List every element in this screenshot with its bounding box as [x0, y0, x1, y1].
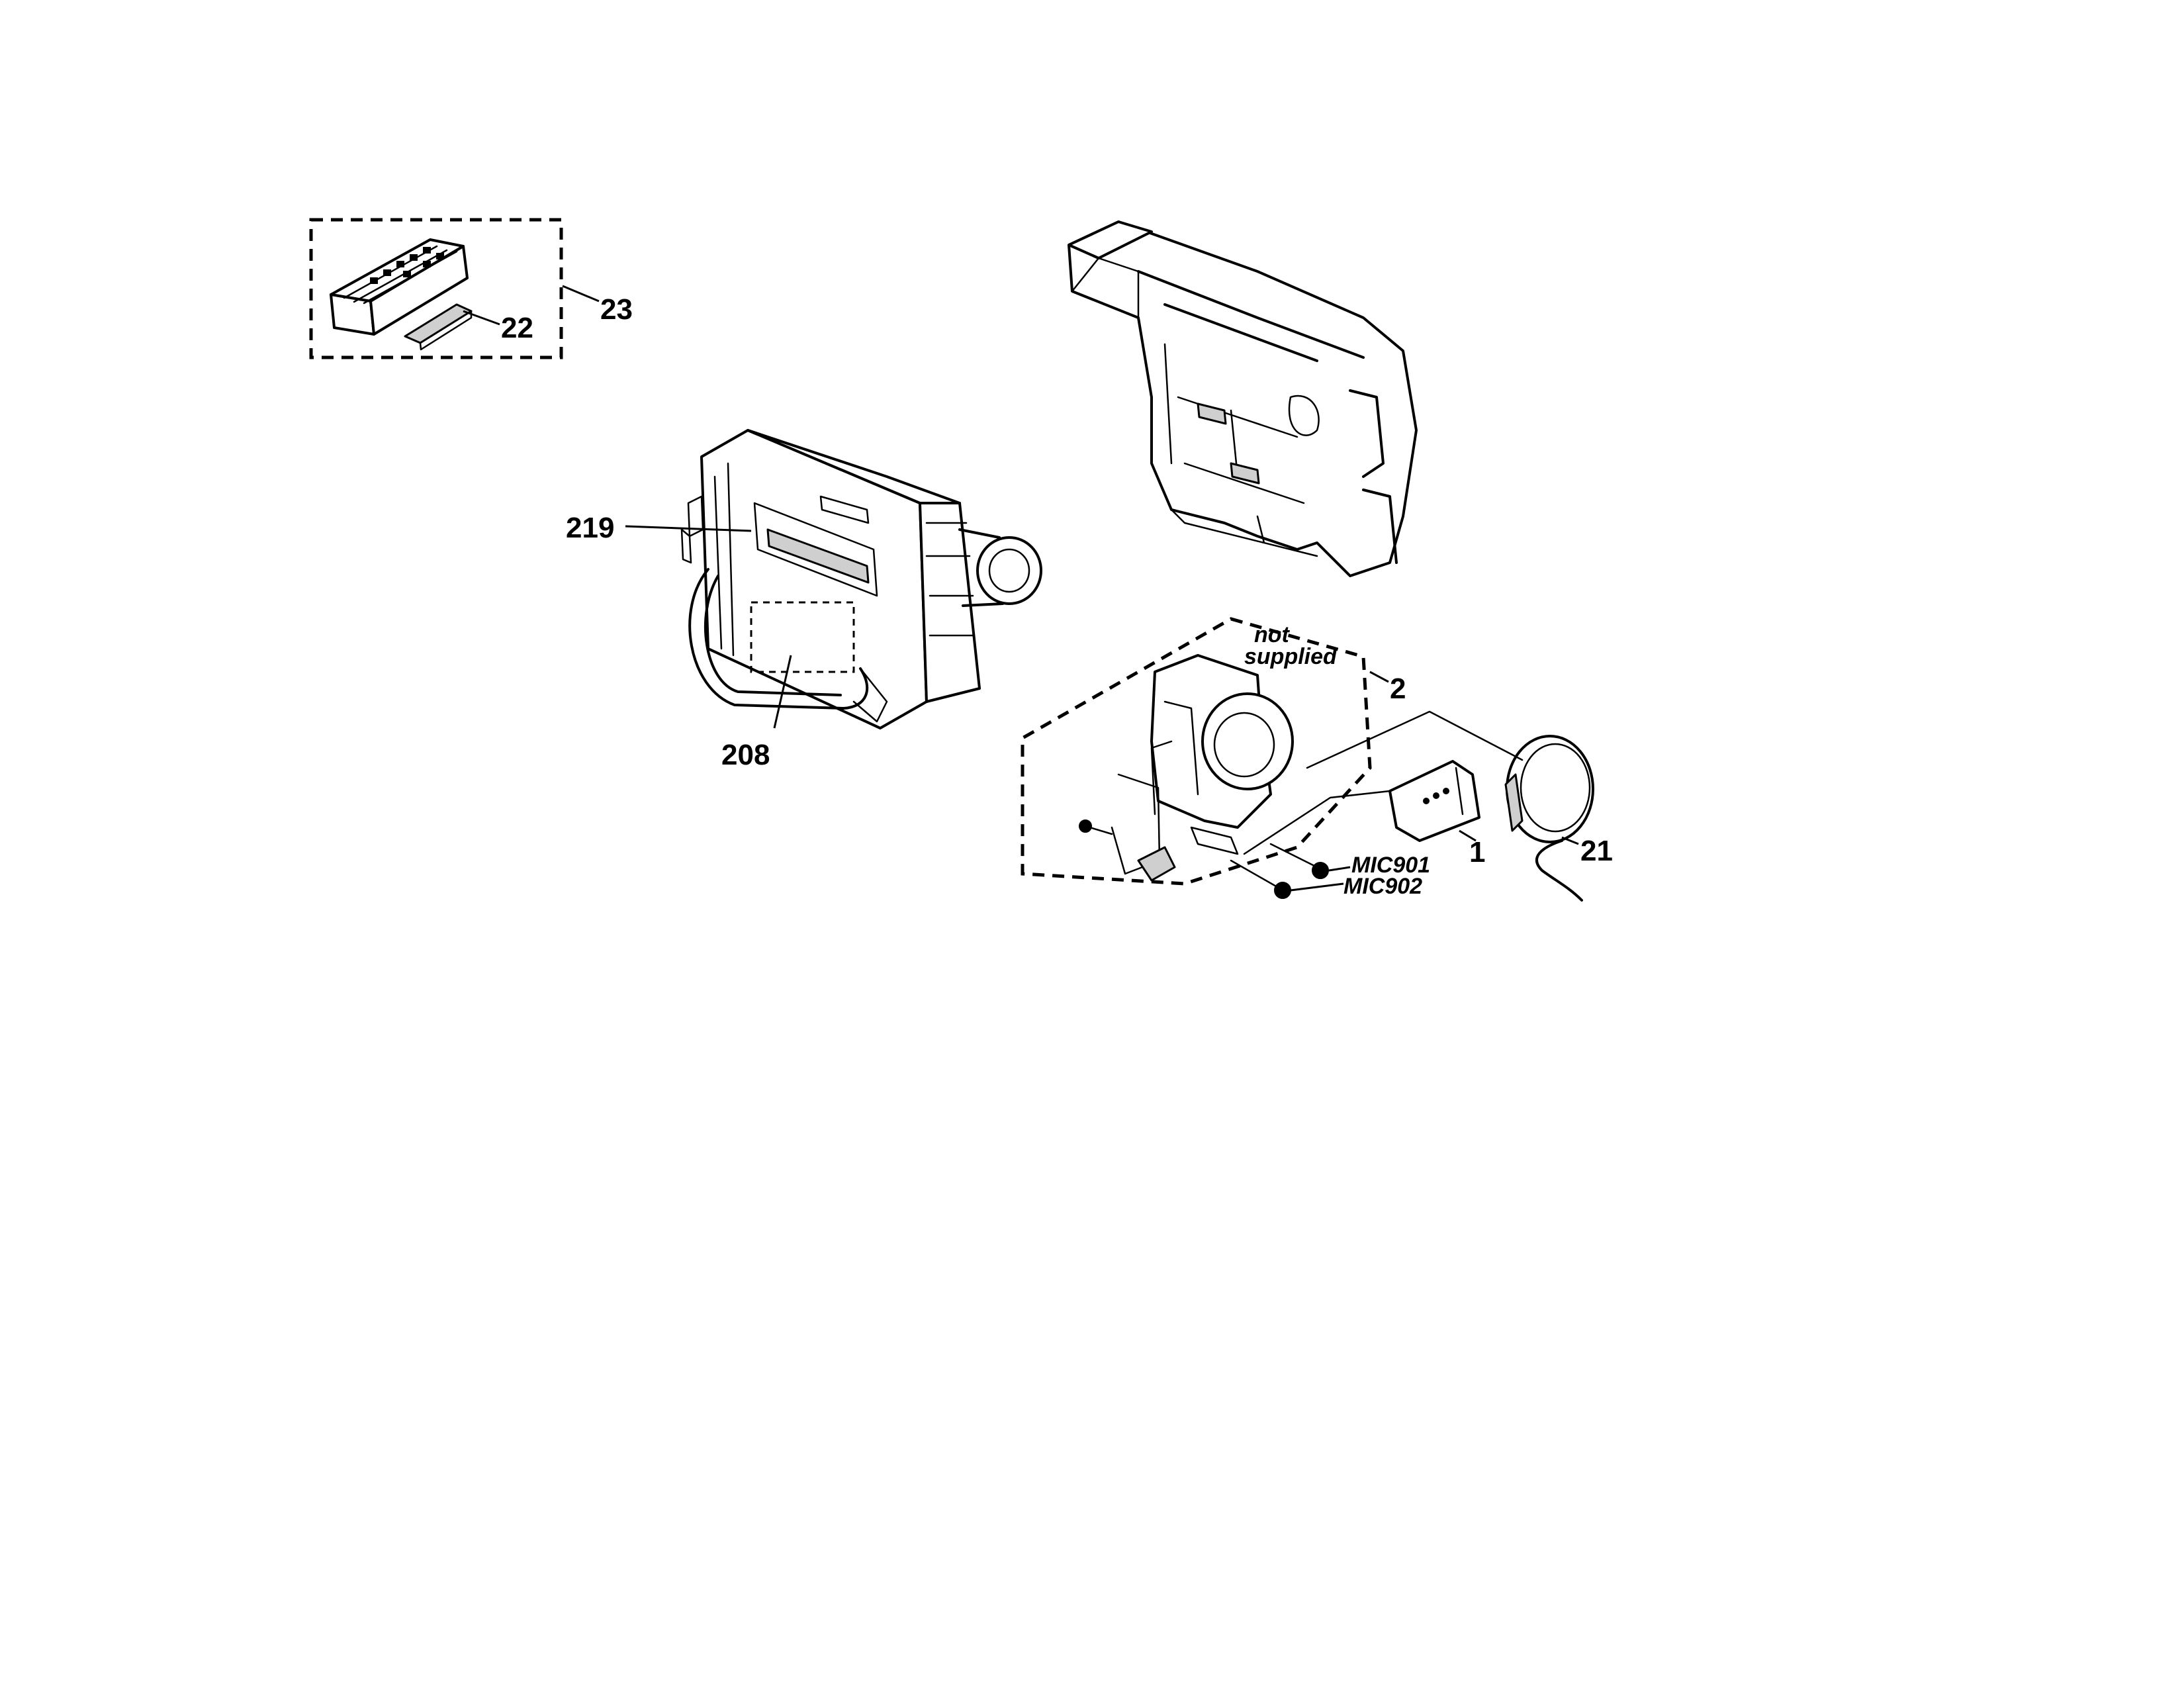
- mic901-icon: [1269, 843, 1351, 879]
- assembly-guide-mic: [1243, 790, 1391, 855]
- callout-1: 1: [1469, 836, 1485, 868]
- hand-strap-icon: [688, 568, 869, 710]
- leader-21: [1561, 836, 1579, 845]
- leader-2: [1369, 671, 1389, 683]
- leader-1: [1459, 829, 1477, 842]
- remote-kit-dashed-box: [309, 218, 563, 359]
- callout-208: 208: [721, 739, 770, 771]
- remote-kit-group: 22 23: [309, 218, 633, 359]
- callout-23: 23: [600, 293, 633, 326]
- lens-block-group: [1021, 617, 1372, 886]
- battery-cover-icon: [404, 303, 473, 351]
- callout-mic902: MIC902: [1343, 874, 1422, 899]
- leader-208: [773, 655, 792, 729]
- lens-block-icon: [1079, 654, 1294, 882]
- callout-2: 2: [1390, 673, 1406, 705]
- leader-219: [625, 525, 752, 532]
- callout-mic901: MIC901: [1351, 853, 1430, 878]
- assembly-guide-lens: [1306, 710, 1524, 769]
- camcorder-icon: [680, 429, 1042, 729]
- lens-cap-icon: [1504, 735, 1594, 902]
- callout-22: 22: [501, 312, 533, 344]
- not-supplied-note-line2: supplied: [1244, 644, 1338, 669]
- camcorder-lens-icon: [976, 536, 1042, 605]
- mic-cover-icon: [1388, 760, 1480, 842]
- chassis-frame-icon: [1068, 220, 1418, 577]
- mic902-icon: [1230, 859, 1344, 899]
- callout-219: 219: [566, 512, 614, 544]
- not-supplied-note-line1: not: [1254, 622, 1291, 647]
- leader-22: [463, 310, 500, 326]
- lens-cap-string: [1535, 839, 1583, 902]
- leader-23: [562, 285, 600, 303]
- callout-21: 21: [1580, 835, 1613, 867]
- remote-control-icon: [330, 238, 469, 336]
